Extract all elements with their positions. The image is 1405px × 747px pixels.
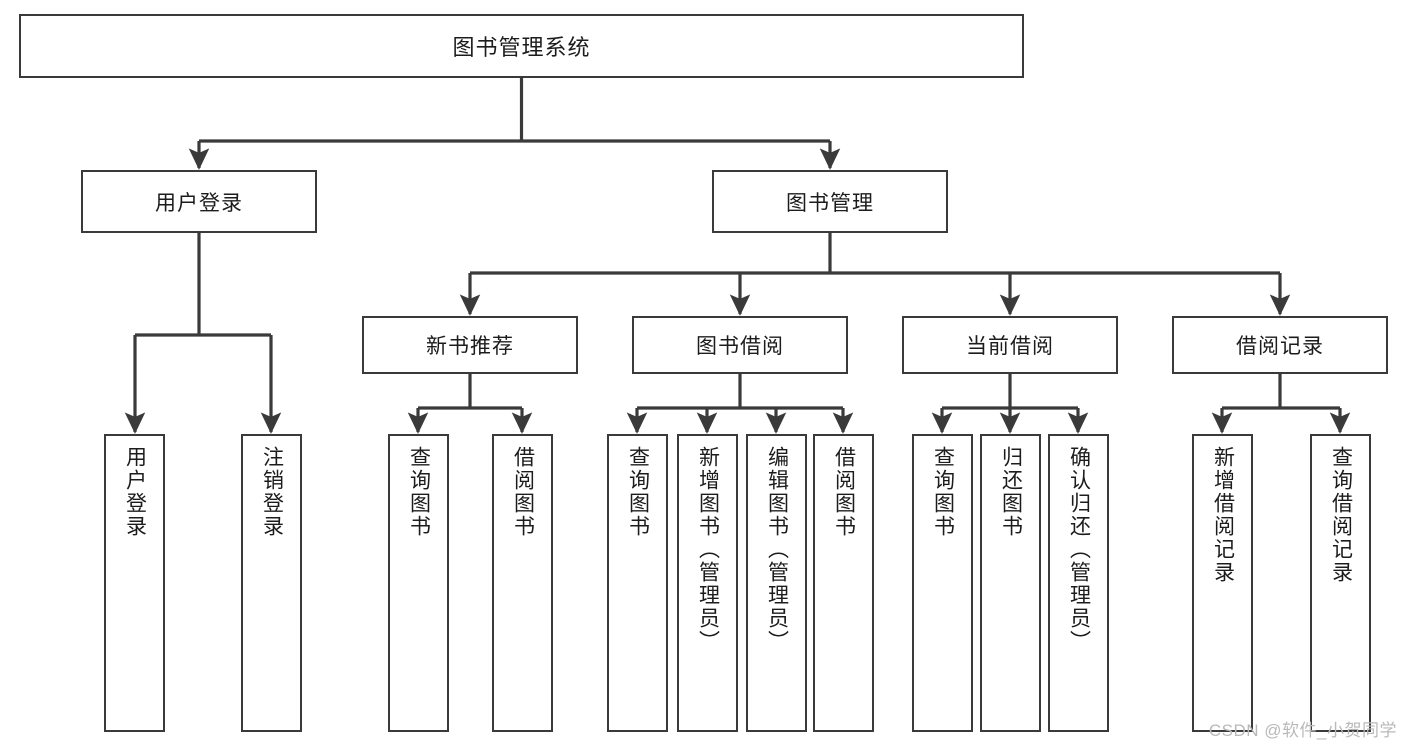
node-borrow-record[interactable]: 借阅记录: [1172, 316, 1388, 374]
node-leaf-logout-label: 注销登录: [260, 446, 284, 538]
node-root[interactable]: 图书管理系统: [19, 14, 1024, 78]
node-borrow-record-label: 借阅记录: [1236, 335, 1324, 358]
node-new-book-rec-label: 新书推荐: [426, 335, 514, 358]
node-leaf-add-record-label: 新增借阅记录: [1211, 446, 1235, 584]
node-leaf-borrow-book-2-label: 借阅图书: [832, 446, 856, 538]
node-leaf-edit-book[interactable]: 编辑图书（管理员）: [746, 434, 807, 732]
node-leaf-borrow-book-1[interactable]: 借阅图书: [492, 434, 553, 732]
node-leaf-query-book-1[interactable]: 查询图书: [388, 434, 449, 732]
node-book-manage[interactable]: 图书管理: [712, 170, 948, 233]
node-leaf-query-book-1-label: 查询图书: [407, 446, 431, 538]
node-leaf-add-record[interactable]: 新增借阅记录: [1192, 434, 1253, 732]
node-user-login[interactable]: 用户登录: [81, 170, 317, 233]
node-leaf-query-book-3-label: 查询图书: [931, 446, 955, 538]
node-leaf-user-login-label: 用户登录: [123, 446, 147, 538]
node-leaf-query-book-2-label: 查询图书: [626, 446, 650, 538]
node-current-borrow[interactable]: 当前借阅: [902, 316, 1118, 374]
node-new-book-rec[interactable]: 新书推荐: [362, 316, 578, 374]
node-book-manage-label: 图书管理: [786, 191, 874, 215]
watermark: CSDN @软件_小贺同学: [1208, 721, 1397, 740]
node-book-borrow-label: 图书借阅: [696, 335, 784, 358]
node-leaf-return-book[interactable]: 归还图书: [980, 434, 1041, 732]
node-leaf-add-book[interactable]: 新增图书（管理员）: [677, 434, 738, 732]
node-leaf-query-record[interactable]: 查询借阅记录: [1310, 434, 1371, 732]
node-leaf-add-book-label: 新增图书（管理员）: [696, 446, 720, 653]
node-leaf-borrow-book-1-label: 借阅图书: [511, 446, 535, 538]
node-leaf-logout[interactable]: 注销登录: [241, 434, 302, 732]
node-leaf-query-book-2[interactable]: 查询图书: [607, 434, 668, 732]
node-leaf-user-login[interactable]: 用户登录: [104, 434, 165, 732]
node-user-login-label: 用户登录: [155, 191, 243, 215]
node-leaf-borrow-book-2[interactable]: 借阅图书: [813, 434, 874, 732]
node-leaf-query-record-label: 查询借阅记录: [1329, 446, 1353, 584]
node-leaf-confirm-return[interactable]: 确认归还（管理员）: [1048, 434, 1109, 732]
node-leaf-query-book-3[interactable]: 查询图书: [912, 434, 973, 732]
node-root-label: 图书管理系统: [452, 35, 591, 60]
node-leaf-edit-book-label: 编辑图书（管理员）: [765, 446, 789, 653]
node-leaf-return-book-label: 归还图书: [999, 446, 1023, 538]
node-book-borrow[interactable]: 图书借阅: [632, 316, 848, 374]
node-leaf-confirm-return-label: 确认归还（管理员）: [1067, 446, 1091, 653]
node-current-borrow-label: 当前借阅: [966, 335, 1054, 358]
